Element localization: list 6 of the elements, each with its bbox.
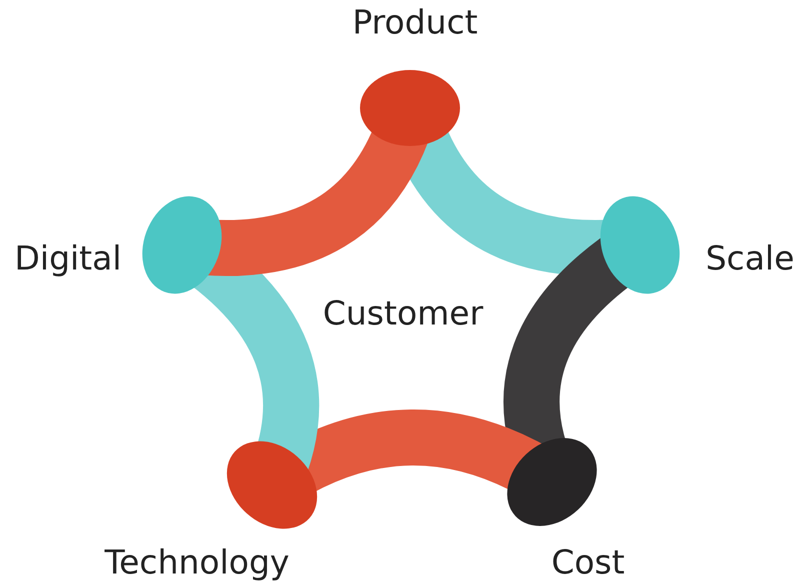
point-label: Scale (706, 242, 794, 274)
point-label: Cost (551, 546, 625, 578)
point-label: Technology (104, 546, 290, 578)
center-label: Customer (322, 296, 484, 330)
point-label: Digital (14, 242, 122, 274)
point-label: Product (352, 6, 478, 38)
